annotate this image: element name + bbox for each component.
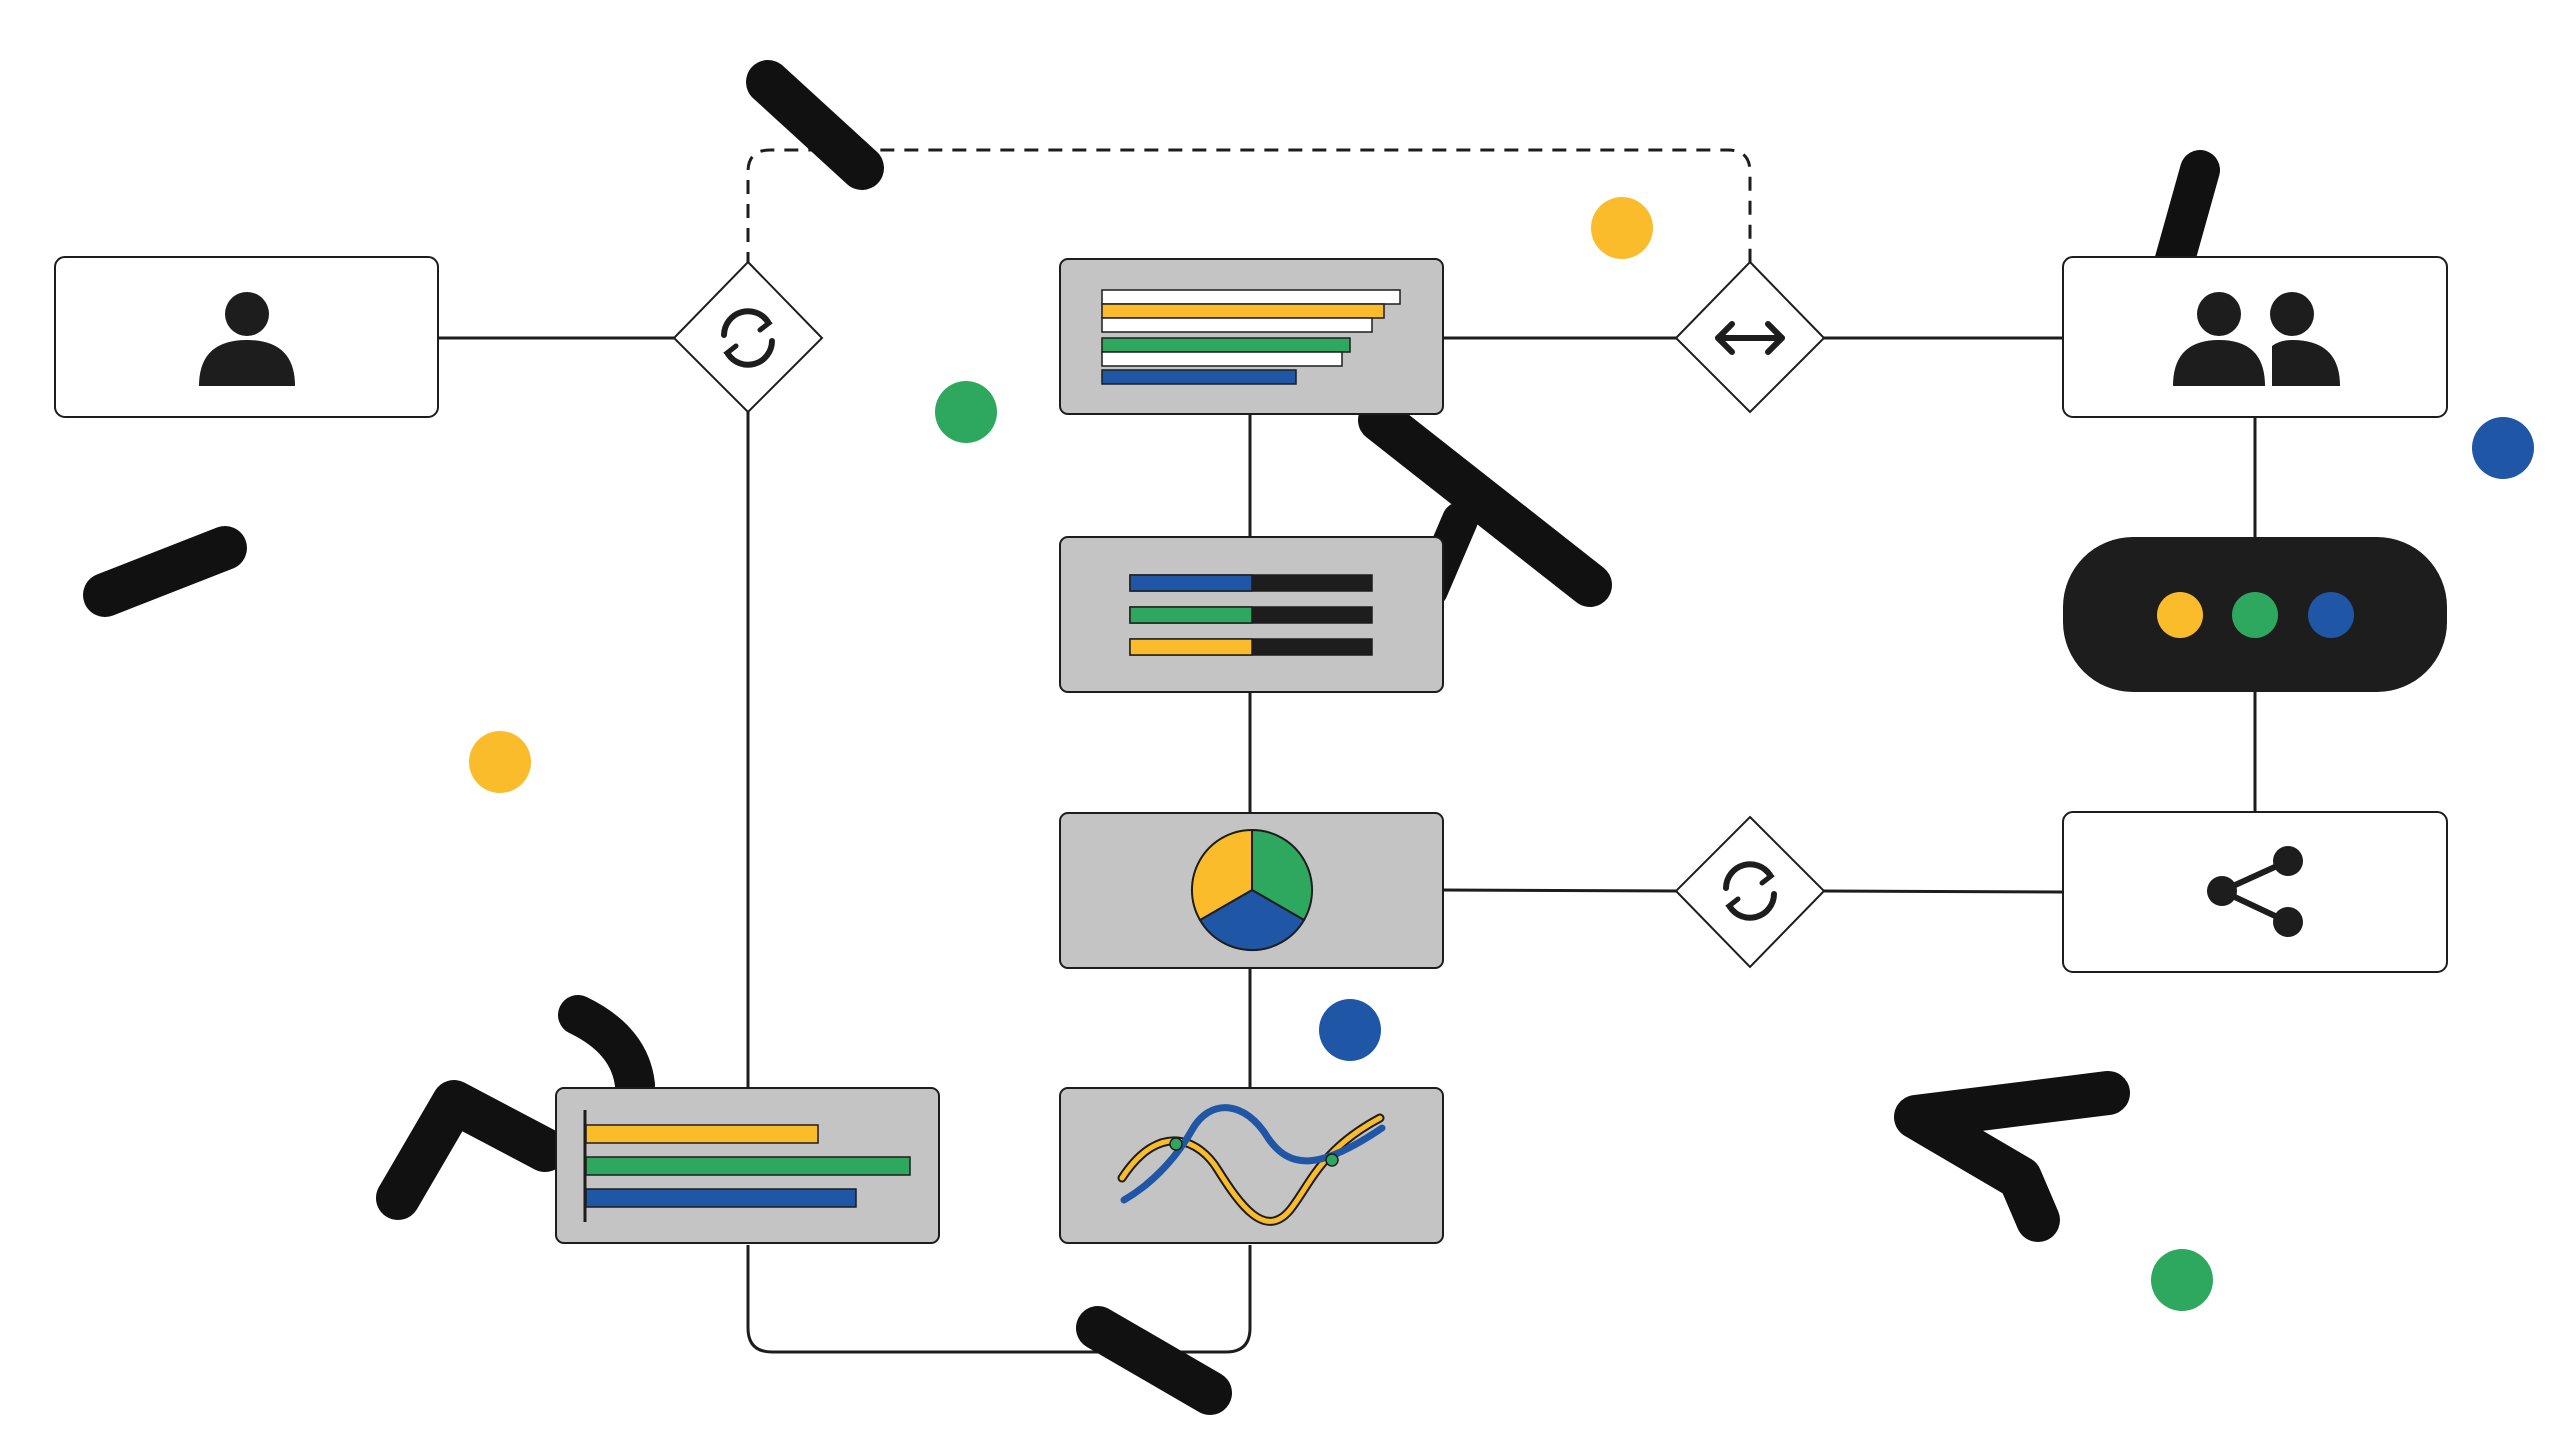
horizontal-bars-icon	[583, 1110, 911, 1222]
pie-chart-icon	[1190, 828, 1314, 952]
decor-dot	[1319, 999, 1381, 1061]
connector-bottom-loop	[746, 1245, 1252, 1354]
node-bar-chart-top[interactable]	[1059, 258, 1444, 415]
brush-stroke	[1894, 1071, 2130, 1242]
sync-icon	[721, 308, 775, 368]
node-status-pill[interactable]	[2063, 537, 2447, 692]
connector-sync-share	[1821, 889, 2064, 894]
brush-stroke	[746, 60, 884, 190]
decor-dots	[469, 197, 2534, 1311]
sync-icon	[1723, 861, 1777, 921]
junction-swap[interactable]	[1674, 260, 1826, 414]
group-users-icon	[2173, 292, 2340, 386]
decor-dot	[2151, 1249, 2213, 1311]
decor-dot	[2472, 417, 2534, 479]
diamond	[1674, 815, 1826, 969]
card-user	[54, 256, 439, 418]
card-bar-chart-top	[1059, 258, 1444, 415]
arrows-left-right-icon	[1715, 321, 1785, 355]
decor-dot	[469, 731, 531, 793]
decor-dot	[1591, 197, 1653, 259]
node-share[interactable]	[2062, 811, 2448, 973]
node-group[interactable]	[2062, 256, 2448, 418]
stacked-bars-icon	[1101, 289, 1401, 385]
card-share	[2062, 811, 2448, 973]
node-line-chart[interactable]	[1059, 1087, 1444, 1244]
node-user[interactable]	[54, 256, 439, 418]
brush-stroke	[558, 995, 655, 1105]
connector-dashed-loop	[746, 148, 1752, 266]
junction-sync-right[interactable]	[1674, 815, 1826, 969]
user-icon	[199, 292, 295, 386]
share-icon	[2207, 846, 2303, 937]
brush-stroke	[83, 526, 247, 617]
diamond	[672, 260, 824, 414]
brush-stroke	[1076, 1306, 1232, 1415]
node-pie-chart[interactable]	[1059, 812, 1444, 969]
decor-dot	[935, 381, 997, 443]
decor-strokes	[83, 60, 2220, 1415]
connectors	[438, 148, 2257, 1354]
node-bar-chart-bottom[interactable]	[555, 1087, 940, 1244]
card-group	[2062, 256, 2448, 418]
brush-stroke	[2152, 150, 2220, 290]
connector-pie-sync	[1441, 888, 1679, 893]
card-line-chart	[1059, 1087, 1444, 1244]
junction-sync-left[interactable]	[672, 260, 824, 414]
progress-bars-icon	[1129, 574, 1373, 656]
brush-stroke	[376, 1080, 567, 1220]
line-chart-icon	[1117, 1104, 1386, 1226]
node-progress-bars[interactable]	[1059, 536, 1444, 693]
brush-stroke	[1358, 398, 1612, 607]
three-dots-icon	[2157, 592, 2354, 638]
